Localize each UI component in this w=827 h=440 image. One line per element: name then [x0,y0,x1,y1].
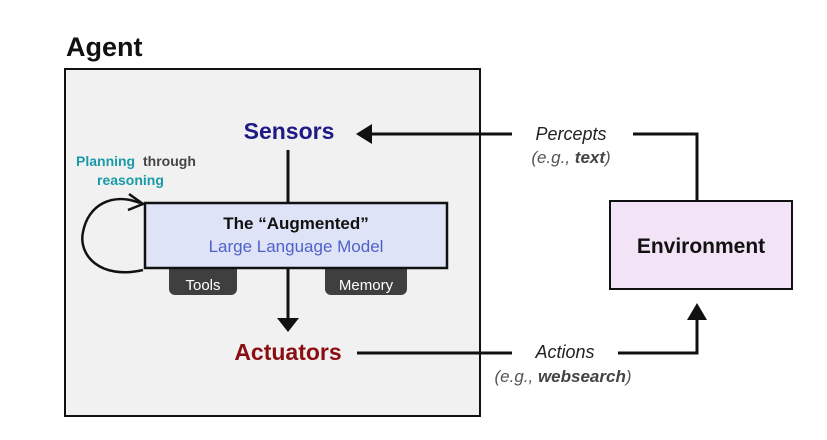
environment-box [609,200,793,290]
llm-to-actuators-arrowhead [277,318,299,332]
actions-label: Actions [534,342,594,362]
percepts-arrowhead [356,124,372,144]
llm-box [143,201,449,270]
planning-loop-arrow [81,197,144,274]
llm-title-line2: Large Language Model [209,237,384,256]
planning-label: Planning through [76,153,196,169]
memory-pill [325,263,407,295]
planning-through: through [143,153,196,169]
sensors-label: Sensors [244,118,335,144]
tools-pill [169,263,237,295]
llm-title-line1: The “Augmented” [223,214,368,233]
actions-example: (e.g., websearch) [494,367,631,386]
percepts-example: (e.g., text) [531,148,610,167]
percepts-connector [633,132,699,201]
planning-reasoning: reasoning [97,172,164,188]
planning-highlight: Planning [76,153,135,169]
memory-label: Memory [339,277,394,294]
actions-connector [618,318,699,355]
agent-title: Agent [66,32,143,62]
environment-label: Environment [637,235,765,258]
actuators-label: Actuators [234,339,341,365]
planning-loop-arrowhead [127,192,146,212]
actions-arrowhead [687,303,707,320]
tools-label: Tools [185,277,220,294]
percepts-label: Percepts [535,124,606,144]
